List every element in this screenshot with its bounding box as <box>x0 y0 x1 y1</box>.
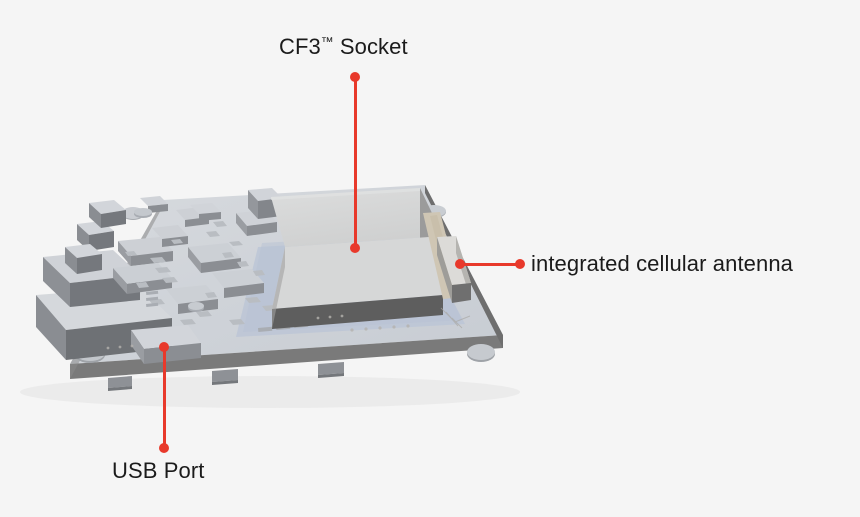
callout-label-cf3-socket-tail: Socket <box>333 34 408 59</box>
leader-dot-antenna-target-end <box>455 259 465 269</box>
leader-line-antenna <box>459 263 523 266</box>
integrated-cellular-antenna-part <box>423 212 471 303</box>
trademark-symbol: ™ <box>320 34 334 50</box>
leader-dot-antenna-label-end <box>515 259 525 269</box>
usb-port-part <box>131 325 201 364</box>
leader-dot-cf3-label-end <box>350 72 360 82</box>
standoff-feet <box>108 362 344 391</box>
cf3-socket-part <box>271 188 443 329</box>
center-components <box>125 188 309 364</box>
leader-line-cf3-socket <box>354 77 357 249</box>
edge-connectors <box>65 200 126 274</box>
pcb-silkscreen-dots <box>106 314 410 350</box>
leader-dot-usb-target-end <box>159 342 169 352</box>
callout-label-integrated-cellular-antenna: integrated cellular antenna <box>531 251 793 276</box>
callout-label-usb-port: USB Port <box>112 458 205 483</box>
pcb-traces <box>440 307 471 329</box>
callout-label-cf3-socket-text: CF3 <box>279 34 321 59</box>
leader-dot-cf3-target-end <box>350 243 360 253</box>
left-components <box>36 196 209 360</box>
leader-line-usb-port <box>163 347 166 449</box>
board-shadow <box>20 376 520 408</box>
callout-label-cf3-socket: CF3™ Socket <box>279 34 408 59</box>
leader-dot-usb-label-end <box>159 443 169 453</box>
